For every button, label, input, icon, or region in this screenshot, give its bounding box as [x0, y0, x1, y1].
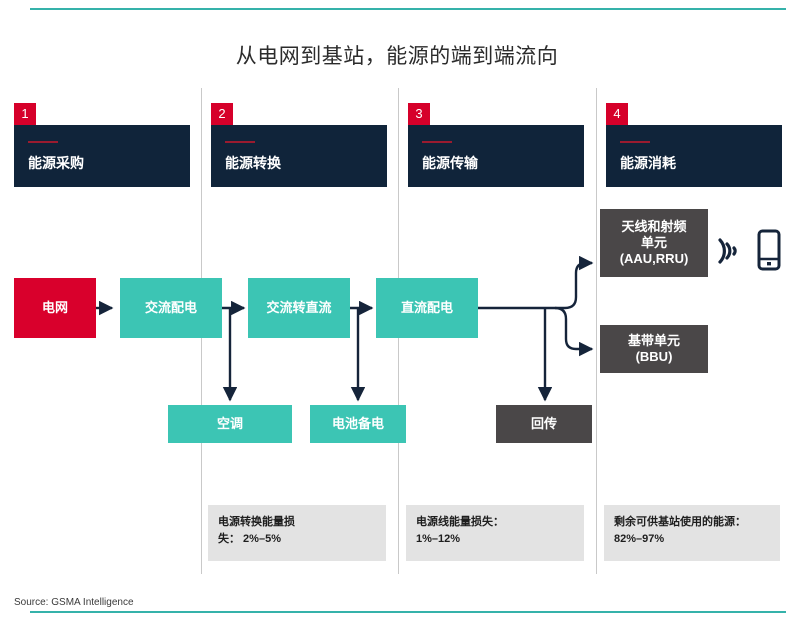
section-number-1: 1: [14, 103, 36, 125]
section-accent-dash-1: [28, 141, 58, 143]
node-grid[interactable]: 电网: [14, 278, 96, 338]
section-header-2: 2 能源转换: [211, 103, 387, 187]
section-box-4: 能源消耗: [606, 125, 782, 187]
node-air-conditioning[interactable]: 空调: [168, 405, 292, 443]
node-battery-backup[interactable]: 电池备电: [310, 405, 406, 443]
wifi-signal-icon: [718, 238, 737, 264]
bottom-rule: [30, 611, 786, 613]
top-rule: [30, 8, 786, 10]
section-label-2: 能源转换: [225, 155, 281, 171]
node-dc-distribution[interactable]: 直流配电: [376, 278, 478, 338]
note-conversion-loss: 电源转换能量损 失： 2%–5%: [208, 505, 386, 561]
section-header-3: 3 能源传输: [408, 103, 584, 187]
section-header-4: 4 能源消耗: [606, 103, 782, 187]
node-ac-to-dc[interactable]: 交流转直流: [248, 278, 350, 338]
section-box-3: 能源传输: [408, 125, 584, 187]
arrow-dc-to-bbu: [554, 306, 594, 357]
section-box-1: 能源采购: [14, 125, 190, 187]
node-ac-distribution[interactable]: 交流配电: [120, 278, 222, 338]
mobile-phone-icon: [757, 229, 781, 271]
section-label-3: 能源传输: [422, 155, 478, 171]
section-accent-dash-4: [620, 141, 650, 143]
node-bbu[interactable]: 基带单元 (BBU): [600, 325, 708, 373]
section-box-2: 能源转换: [211, 125, 387, 187]
section-accent-dash-2: [225, 141, 255, 143]
section-header-1: 1 能源采购: [14, 103, 190, 187]
section-label-1: 能源采购: [28, 155, 84, 171]
section-number-3: 3: [408, 103, 430, 125]
note-line-loss: 电源线能量损失： 1%–12%: [406, 505, 584, 561]
section-number-2: 2: [211, 103, 233, 125]
section-label-4: 能源消耗: [620, 155, 676, 171]
section-accent-dash-3: [422, 141, 452, 143]
node-backhaul[interactable]: 回传: [496, 405, 592, 443]
arrow-dc-to-aau: [545, 255, 594, 310]
note-remaining-energy: 剩余可供基站使用的能源： 82%–97%: [604, 505, 780, 561]
section-number-4: 4: [606, 103, 628, 125]
page-title: 从电网到基站，能源的端到端流向: [235, 45, 559, 68]
column-divider-3: [596, 88, 597, 574]
node-antenna-rf-unit[interactable]: 天线和射频 单元 (AAU,RRU): [600, 209, 708, 277]
source-caption: Source: GSMA Intelligence: [14, 597, 134, 608]
